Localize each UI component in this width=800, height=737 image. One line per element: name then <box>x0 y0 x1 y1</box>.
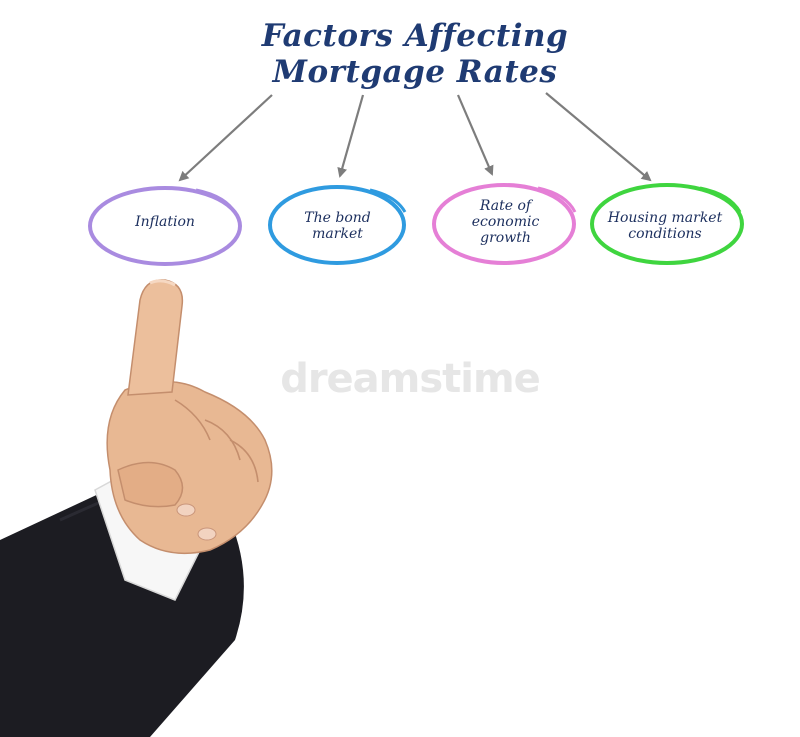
node-label-bond-market-line-2: market <box>312 226 363 242</box>
node-label-bond-market: The bond market <box>290 210 385 242</box>
node-label-economic-growth-line-3: growth <box>480 230 531 246</box>
arrow-to-economic-growth <box>456 94 494 176</box>
node-ellipse-economic-growth <box>432 183 577 265</box>
node-label-bond-market-line-1: The bond <box>304 210 371 226</box>
node-ellipse-bond-market <box>268 185 407 265</box>
title-line-2: Mortgage Rates <box>272 54 558 90</box>
node-label-economic-growth-line-1: Rate of <box>479 198 532 214</box>
node-label-inflation-line-1: Inflation <box>135 214 195 230</box>
node-label-housing-market-line-1: Housing market <box>607 210 723 226</box>
node-label-economic-growth-line-2: economic <box>471 214 540 230</box>
arrow-to-housing-market <box>545 92 652 182</box>
title-line-1: Factors Affecting <box>261 18 569 54</box>
node-label-housing-market: Housing market conditions <box>600 210 730 242</box>
arrow-to-bond-market <box>337 94 365 178</box>
diagram-title: Factors Affecting Mortgage Rates <box>200 18 630 90</box>
node-label-housing-market-line-2: conditions <box>628 226 702 242</box>
node-label-inflation: Inflation <box>120 214 210 230</box>
watermark: dreamstime <box>280 356 541 402</box>
node-ellipse-housing-market <box>590 183 744 265</box>
arrow-to-inflation <box>178 94 273 182</box>
pointing-hand-illustration <box>0 279 273 737</box>
node-ellipse-inflation <box>88 186 242 266</box>
node-label-economic-growth: Rate of economic growth <box>458 198 553 246</box>
